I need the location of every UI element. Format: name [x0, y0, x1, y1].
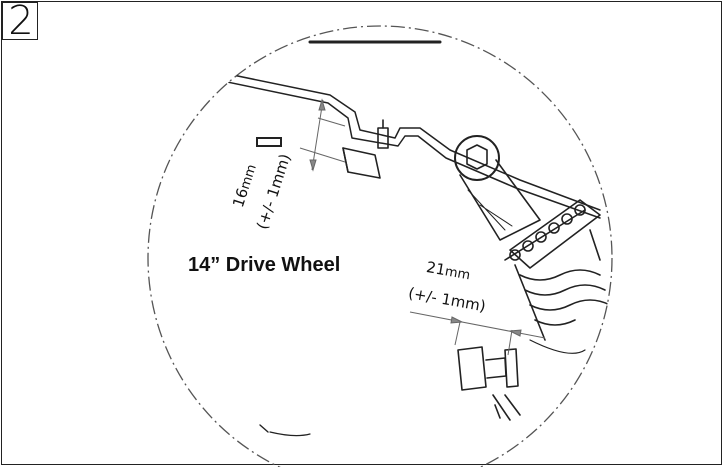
marker-slot: [256, 137, 282, 147]
pivot-bolt: [454, 135, 500, 181]
step-number: 2: [8, 0, 34, 44]
dimension-a-lines: [299, 98, 346, 172]
upper-stop: [342, 119, 389, 179]
step-number-box: 2: [2, 0, 38, 44]
dimension-b-lines: [409, 311, 546, 356]
bracket-plate: [159, 59, 601, 211]
spring-coil: [504, 199, 611, 341]
detail-circle: [147, 25, 613, 467]
lower-stop: [457, 346, 521, 421]
wheel-size-label: 14” Drive Wheel: [188, 254, 341, 276]
